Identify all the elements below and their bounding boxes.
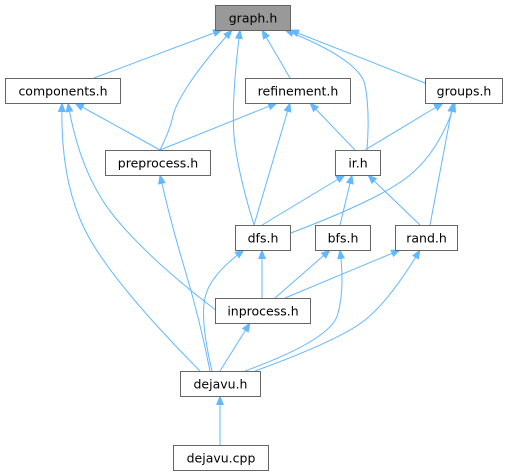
node-preprocess[interactable]: preprocess.h — [105, 150, 211, 176]
node-box[interactable] — [105, 150, 211, 176]
node-box[interactable] — [215, 5, 291, 31]
node-box[interactable] — [215, 298, 311, 324]
edge-preprocess-to-refinement — [159, 102, 278, 151]
edge-inprocess-to-bfs — [274, 249, 331, 299]
edge-preprocess-to-graph — [159, 29, 233, 151]
edge-dfs-to-groups — [279, 102, 457, 238]
node-rand[interactable]: rand.h — [395, 225, 458, 251]
nodes: graph.h components.h refinement.h groups.h p… — [5, 5, 503, 471]
edge-dfs-to-graph — [232, 29, 255, 226]
node-graph[interactable]: graph.h — [215, 5, 291, 31]
node-label: groups.h — [437, 84, 492, 99]
edge-groups-to-graph — [289, 29, 431, 86]
node-box[interactable] — [425, 78, 503, 104]
edge-ir-to-graph — [284, 29, 369, 151]
edge-inprocess-to-rand — [284, 249, 401, 299]
node-components[interactable]: components.h — [5, 78, 121, 104]
node-label: dejavu.h — [194, 377, 248, 392]
edge-dfs-to-ir — [261, 174, 346, 226]
node-label: ir.h — [348, 156, 367, 171]
edge-dejavu-to-rand — [254, 249, 421, 372]
node-box[interactable] — [180, 371, 261, 397]
node-ir[interactable]: ir.h — [335, 150, 381, 176]
edge-bfs-to-ir — [339, 174, 354, 226]
edge-inprocess-to-components — [65, 102, 218, 312]
edge-preprocess-to-components — [74, 102, 161, 151]
node-dejavu[interactable]: dejavu.h — [180, 371, 261, 397]
node-box[interactable] — [5, 78, 121, 104]
node-label: bfs.h — [328, 231, 359, 246]
node-dejavucpp[interactable]: dejavu.cpp — [173, 445, 269, 471]
node-label: dfs.h — [248, 231, 279, 246]
node-label: preprocess.h — [118, 156, 198, 171]
node-groups[interactable]: groups.h — [425, 78, 503, 104]
edge-dejavu-to-components — [57, 102, 201, 372]
node-label: inprocess.h — [227, 304, 298, 319]
node-box[interactable] — [335, 150, 381, 176]
edges — [57, 29, 457, 445]
node-label: rand.h — [406, 231, 447, 246]
node-label: refinement.h — [258, 84, 339, 99]
edge-rand-to-ir — [367, 174, 421, 226]
node-label: dejavu.cpp — [187, 451, 256, 466]
edge-ir-to-refinement — [309, 102, 356, 151]
edge-dfs-to-refinement — [253, 102, 292, 226]
node-box[interactable] — [315, 225, 371, 251]
node-label: graph.h — [229, 11, 278, 26]
node-box[interactable] — [235, 225, 291, 251]
edge-components-to-graph — [93, 29, 223, 79]
edge-ir-to-groups — [364, 102, 444, 151]
edge-rand-to-groups — [429, 102, 456, 226]
node-inprocess[interactable]: inprocess.h — [215, 298, 311, 324]
edge-dejavu-to-bfs — [244, 249, 346, 372]
node-bfs[interactable]: bfs.h — [315, 225, 371, 251]
edge-refinement-to-graph — [261, 29, 291, 79]
node-box[interactable] — [395, 225, 458, 251]
node-dfs[interactable]: dfs.h — [235, 225, 291, 251]
node-box[interactable] — [173, 445, 269, 471]
node-box[interactable] — [245, 78, 351, 104]
edge-dejavu-to-inprocess — [219, 322, 251, 372]
edge-dejavu-to-preprocess — [158, 174, 211, 372]
node-label: components.h — [18, 84, 107, 99]
node-refinement[interactable]: refinement.h — [245, 78, 351, 104]
edge-dejavu-to-dfs — [203, 249, 245, 372]
